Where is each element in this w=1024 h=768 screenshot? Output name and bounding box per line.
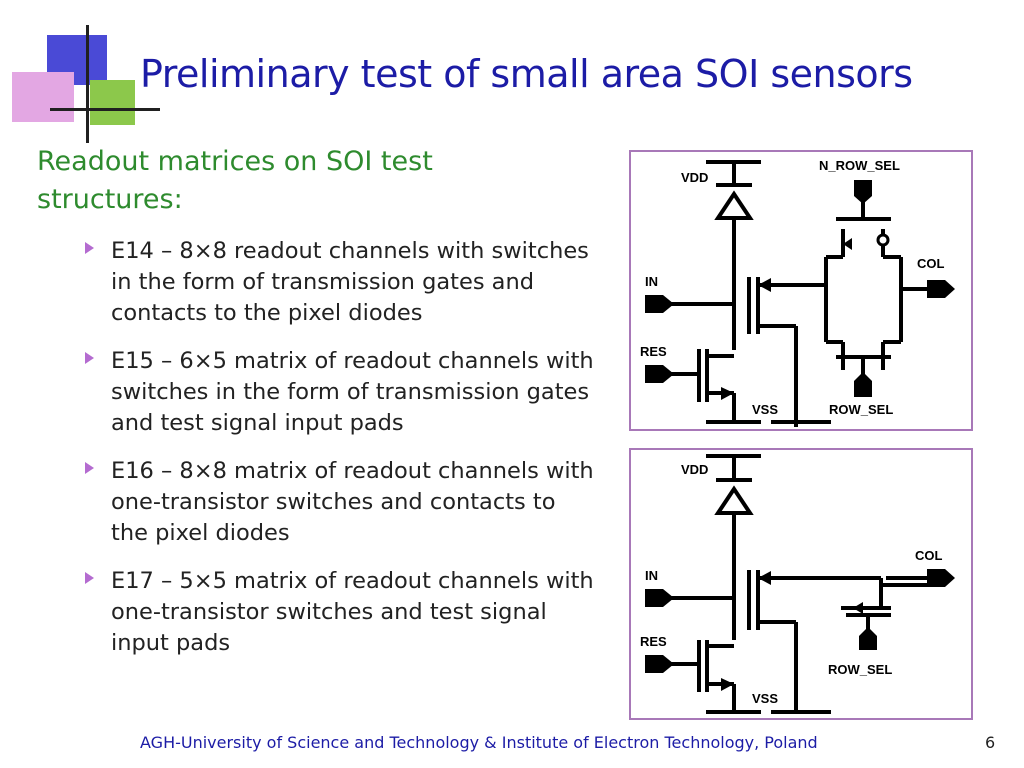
schematic-one-transistor: VDD COL IN RES ROW_SEL VSS bbox=[629, 448, 973, 720]
circuit-wires bbox=[671, 160, 931, 427]
circuit-diagram-bottom: VDD COL IN RES ROW_SEL VSS bbox=[640, 454, 955, 714]
circuit-wires bbox=[671, 454, 931, 714]
bullet-text-e15: E15 – 6×5 matrix of readout channels wit… bbox=[111, 348, 594, 436]
arrow-bullet-icon bbox=[85, 572, 94, 584]
label-col: COL bbox=[917, 256, 945, 271]
bullet-item: E14 – 8×8 readout channels with switches… bbox=[85, 236, 595, 329]
circuit-symbols bbox=[645, 478, 955, 691]
label-n-row-sel: N_ROW_SEL bbox=[819, 158, 900, 173]
decor-green-square bbox=[90, 80, 135, 125]
label-in: IN bbox=[645, 568, 658, 583]
label-row-sel: ROW_SEL bbox=[829, 402, 893, 417]
label-vss: VSS bbox=[752, 402, 778, 417]
bullet-list: E14 – 8×8 readout channels with switches… bbox=[85, 236, 595, 676]
circuit-diagram-top: VDD N_ROW_SEL COL IN RES VSS ROW_SEL bbox=[640, 158, 955, 427]
intro-text: Readout matrices on SOI test structures: bbox=[37, 146, 433, 215]
label-res: RES bbox=[640, 634, 667, 649]
bullet-item: E16 – 8×8 matrix of readout channels wit… bbox=[85, 456, 595, 549]
arrow-bullet-icon bbox=[85, 462, 94, 474]
label-row-sel: ROW_SEL bbox=[828, 662, 892, 677]
arrow-bullet-icon bbox=[85, 352, 94, 364]
slide-title: Preliminary test of small area SOI senso… bbox=[140, 52, 913, 96]
circuit-symbols bbox=[645, 180, 955, 400]
decor-pink-square bbox=[12, 72, 74, 122]
footer-organization: AGH-University of Science and Technology… bbox=[140, 733, 818, 752]
label-vdd: VDD bbox=[681, 462, 708, 477]
decor-vertical-line bbox=[86, 25, 89, 143]
page-number: 6 bbox=[985, 733, 996, 752]
label-vdd: VDD bbox=[681, 170, 708, 185]
label-in: IN bbox=[645, 274, 658, 289]
bullet-item: E15 – 6×5 matrix of readout channels wit… bbox=[85, 346, 595, 439]
label-vss: VSS bbox=[752, 691, 778, 706]
label-col: COL bbox=[915, 548, 943, 563]
bullet-item: E17 – 5×5 matrix of readout channels wit… bbox=[85, 566, 595, 659]
bullet-text-e17: E17 – 5×5 matrix of readout channels wit… bbox=[111, 568, 594, 656]
label-res: RES bbox=[640, 344, 667, 359]
bullet-text-e14: E14 – 8×8 readout channels with switches… bbox=[111, 238, 589, 326]
schematic-transmission-gate: VDD N_ROW_SEL COL IN RES VSS ROW_SEL bbox=[629, 150, 973, 431]
arrow-bullet-icon bbox=[85, 242, 94, 254]
bullet-text-e16: E16 – 8×8 matrix of readout channels wit… bbox=[111, 458, 594, 546]
decor-horizontal-line bbox=[50, 108, 160, 111]
